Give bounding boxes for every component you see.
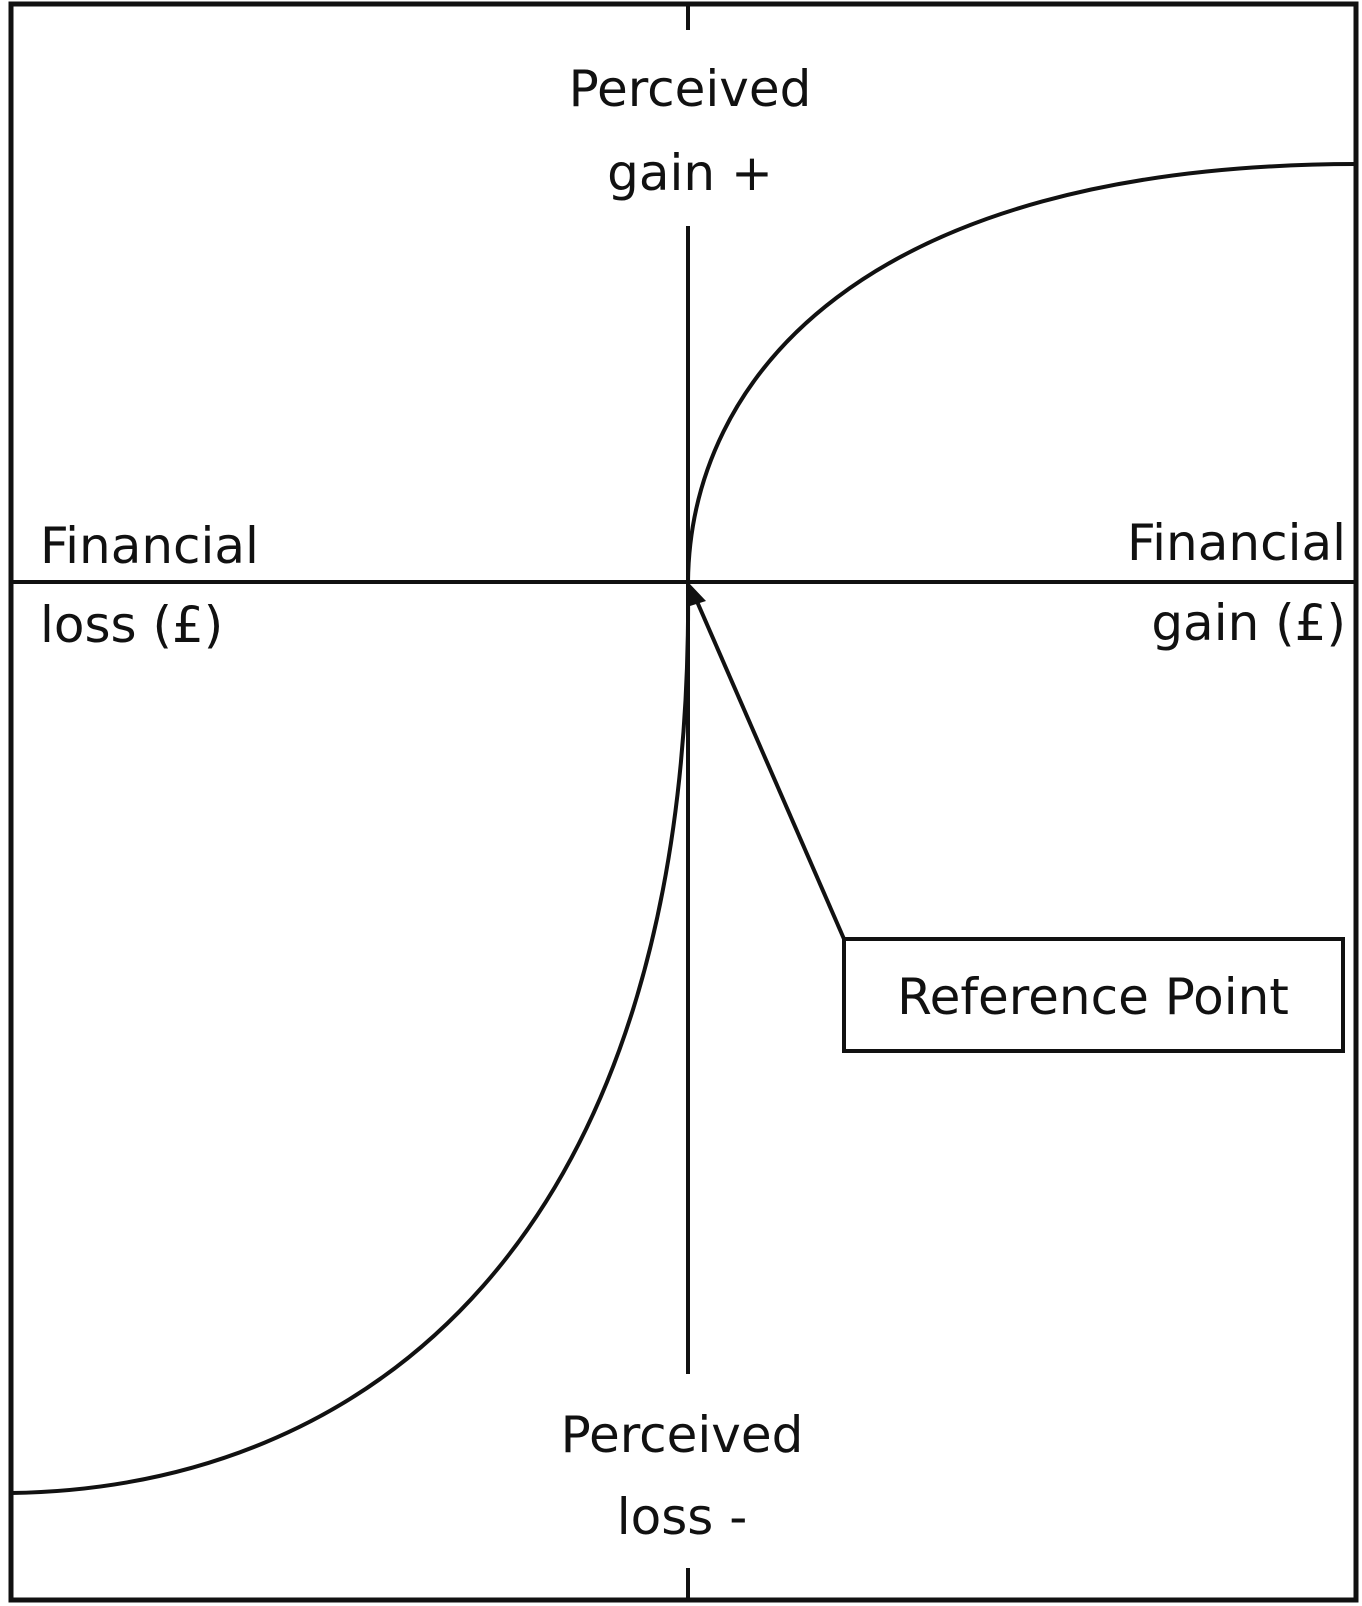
loss-curve <box>10 581 691 1495</box>
perceived-gain-label-line2: gain + <box>607 144 773 202</box>
reference-arrow-head <box>688 582 706 606</box>
financial-loss-label-line1: Financial <box>40 517 259 575</box>
financial-gain-label-line2: gain (£) <box>1151 594 1346 652</box>
perceived-loss-label-line1: Perceived <box>561 1406 804 1464</box>
diagram-frame <box>8 1 1359 1603</box>
perceived-gain-label-line1: Perceived <box>569 60 812 118</box>
reference-arrow-line <box>690 589 846 940</box>
gain-curve <box>686 162 1357 583</box>
financial-gain-label-line1: Financial <box>1127 514 1346 572</box>
reference-point-label: Reference Point <box>897 968 1289 1026</box>
financial-loss-label-line2: loss (£) <box>40 596 223 654</box>
perceived-loss-label-line2: loss - <box>617 1488 748 1546</box>
reference-point-box <box>842 937 1345 1053</box>
